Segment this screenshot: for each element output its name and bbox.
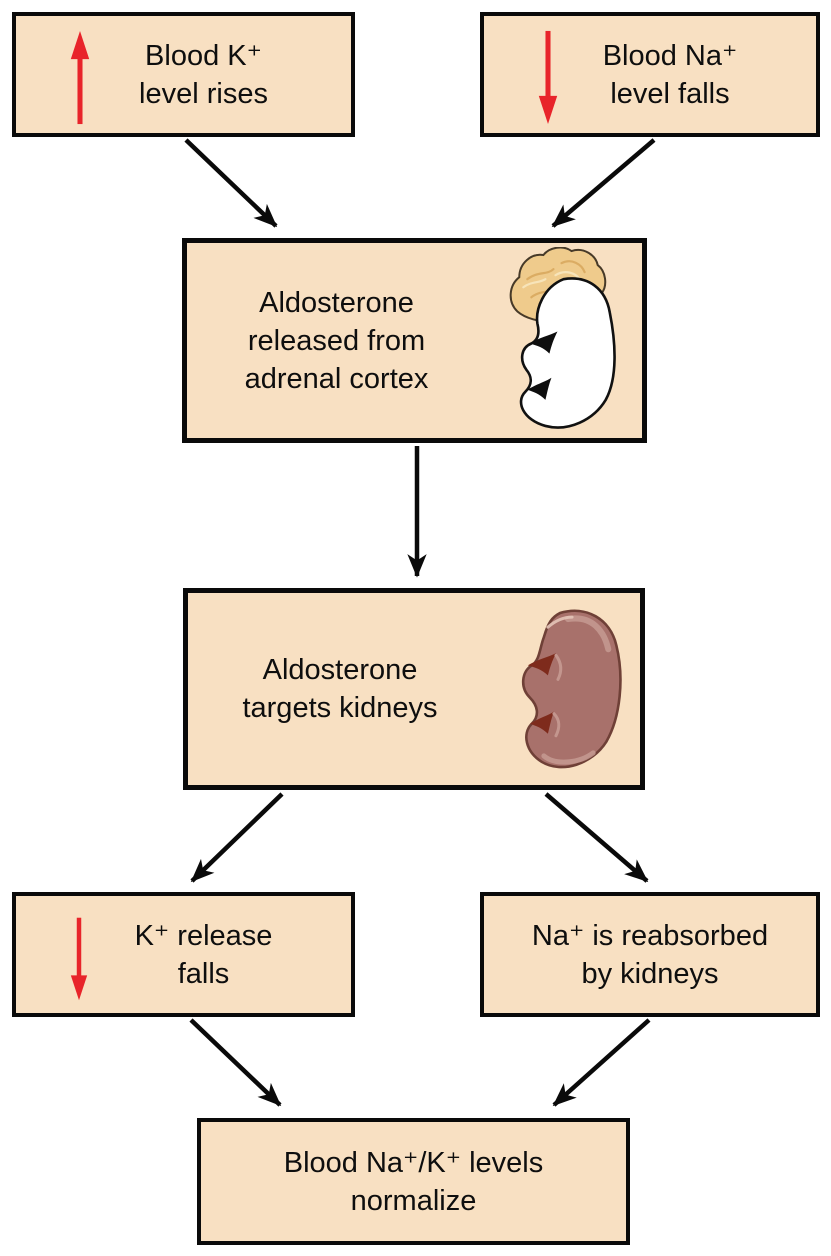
node-label-line: Blood Na⁺/K⁺ levels [283, 1146, 544, 1179]
node-label: Aldosterone targets kidneys [188, 651, 492, 727]
node-label-line: normalize [350, 1184, 477, 1217]
arrow-k-falls-to-normalize [189, 1018, 282, 1107]
node-label-line: level falls [610, 77, 730, 110]
node-label-line: Blood Na⁺ [602, 39, 738, 72]
node-blood-na-falls: Blood Na⁺ level falls [480, 12, 820, 137]
node-label-line: released from [247, 324, 426, 357]
node-blood-k-rises: Blood K⁺ level rises [12, 12, 355, 137]
node-k-release-falls: K⁺ release falls [12, 892, 355, 1017]
node-na-reabsorbed: Na⁺ is reabsorbed by kidneys [480, 892, 820, 1017]
arrow-k-rises-to-aldosterone [184, 138, 278, 228]
node-label-line: Aldosterone [259, 286, 414, 319]
node-label: K⁺ release falls [135, 917, 273, 993]
node-levels-normalize: Blood Na⁺/K⁺ levels normalize [197, 1118, 630, 1245]
arrow-kidneys-to-k-falls [190, 792, 284, 883]
arrow-na-reabsorbed-to-normalize [552, 1018, 651, 1107]
node-label-line: adrenal cortex [244, 362, 429, 395]
arrow-na-falls-to-aldosterone [551, 138, 656, 228]
node-label-line: Blood K⁺ [145, 39, 262, 72]
red-up-arrow-icon [70, 30, 90, 125]
node-label-line: Na⁺ is reabsorbed [531, 919, 769, 952]
node-aldosterone-targets: Aldosterone targets kidneys [183, 588, 645, 790]
node-label: Aldosterone released from adrenal cortex [187, 284, 486, 398]
node-label-line: Aldosterone [262, 654, 418, 686]
node-label-line: falls [177, 957, 230, 990]
adrenal-gland-icon [486, 246, 636, 435]
node-label: Na⁺ is reabsorbed by kidneys [532, 917, 768, 993]
node-label: Blood Na⁺/K⁺ levels normalize [284, 1144, 544, 1220]
red-down-arrow-icon [70, 917, 88, 1001]
arrow-kidneys-to-na-reabsorbed [544, 792, 649, 883]
node-label-line: K⁺ release [134, 919, 273, 952]
red-down-arrow-icon [538, 30, 558, 125]
kidney-icon [492, 605, 634, 773]
node-label-line: level rises [139, 77, 268, 110]
node-label: Blood K⁺ level rises [139, 37, 268, 113]
node-label-line: targets kidneys [242, 692, 438, 724]
node-label-line: by kidneys [581, 957, 719, 990]
node-label: Blood Na⁺ level falls [603, 37, 738, 113]
node-aldosterone-released: Aldosterone released from adrenal cortex [182, 238, 647, 443]
